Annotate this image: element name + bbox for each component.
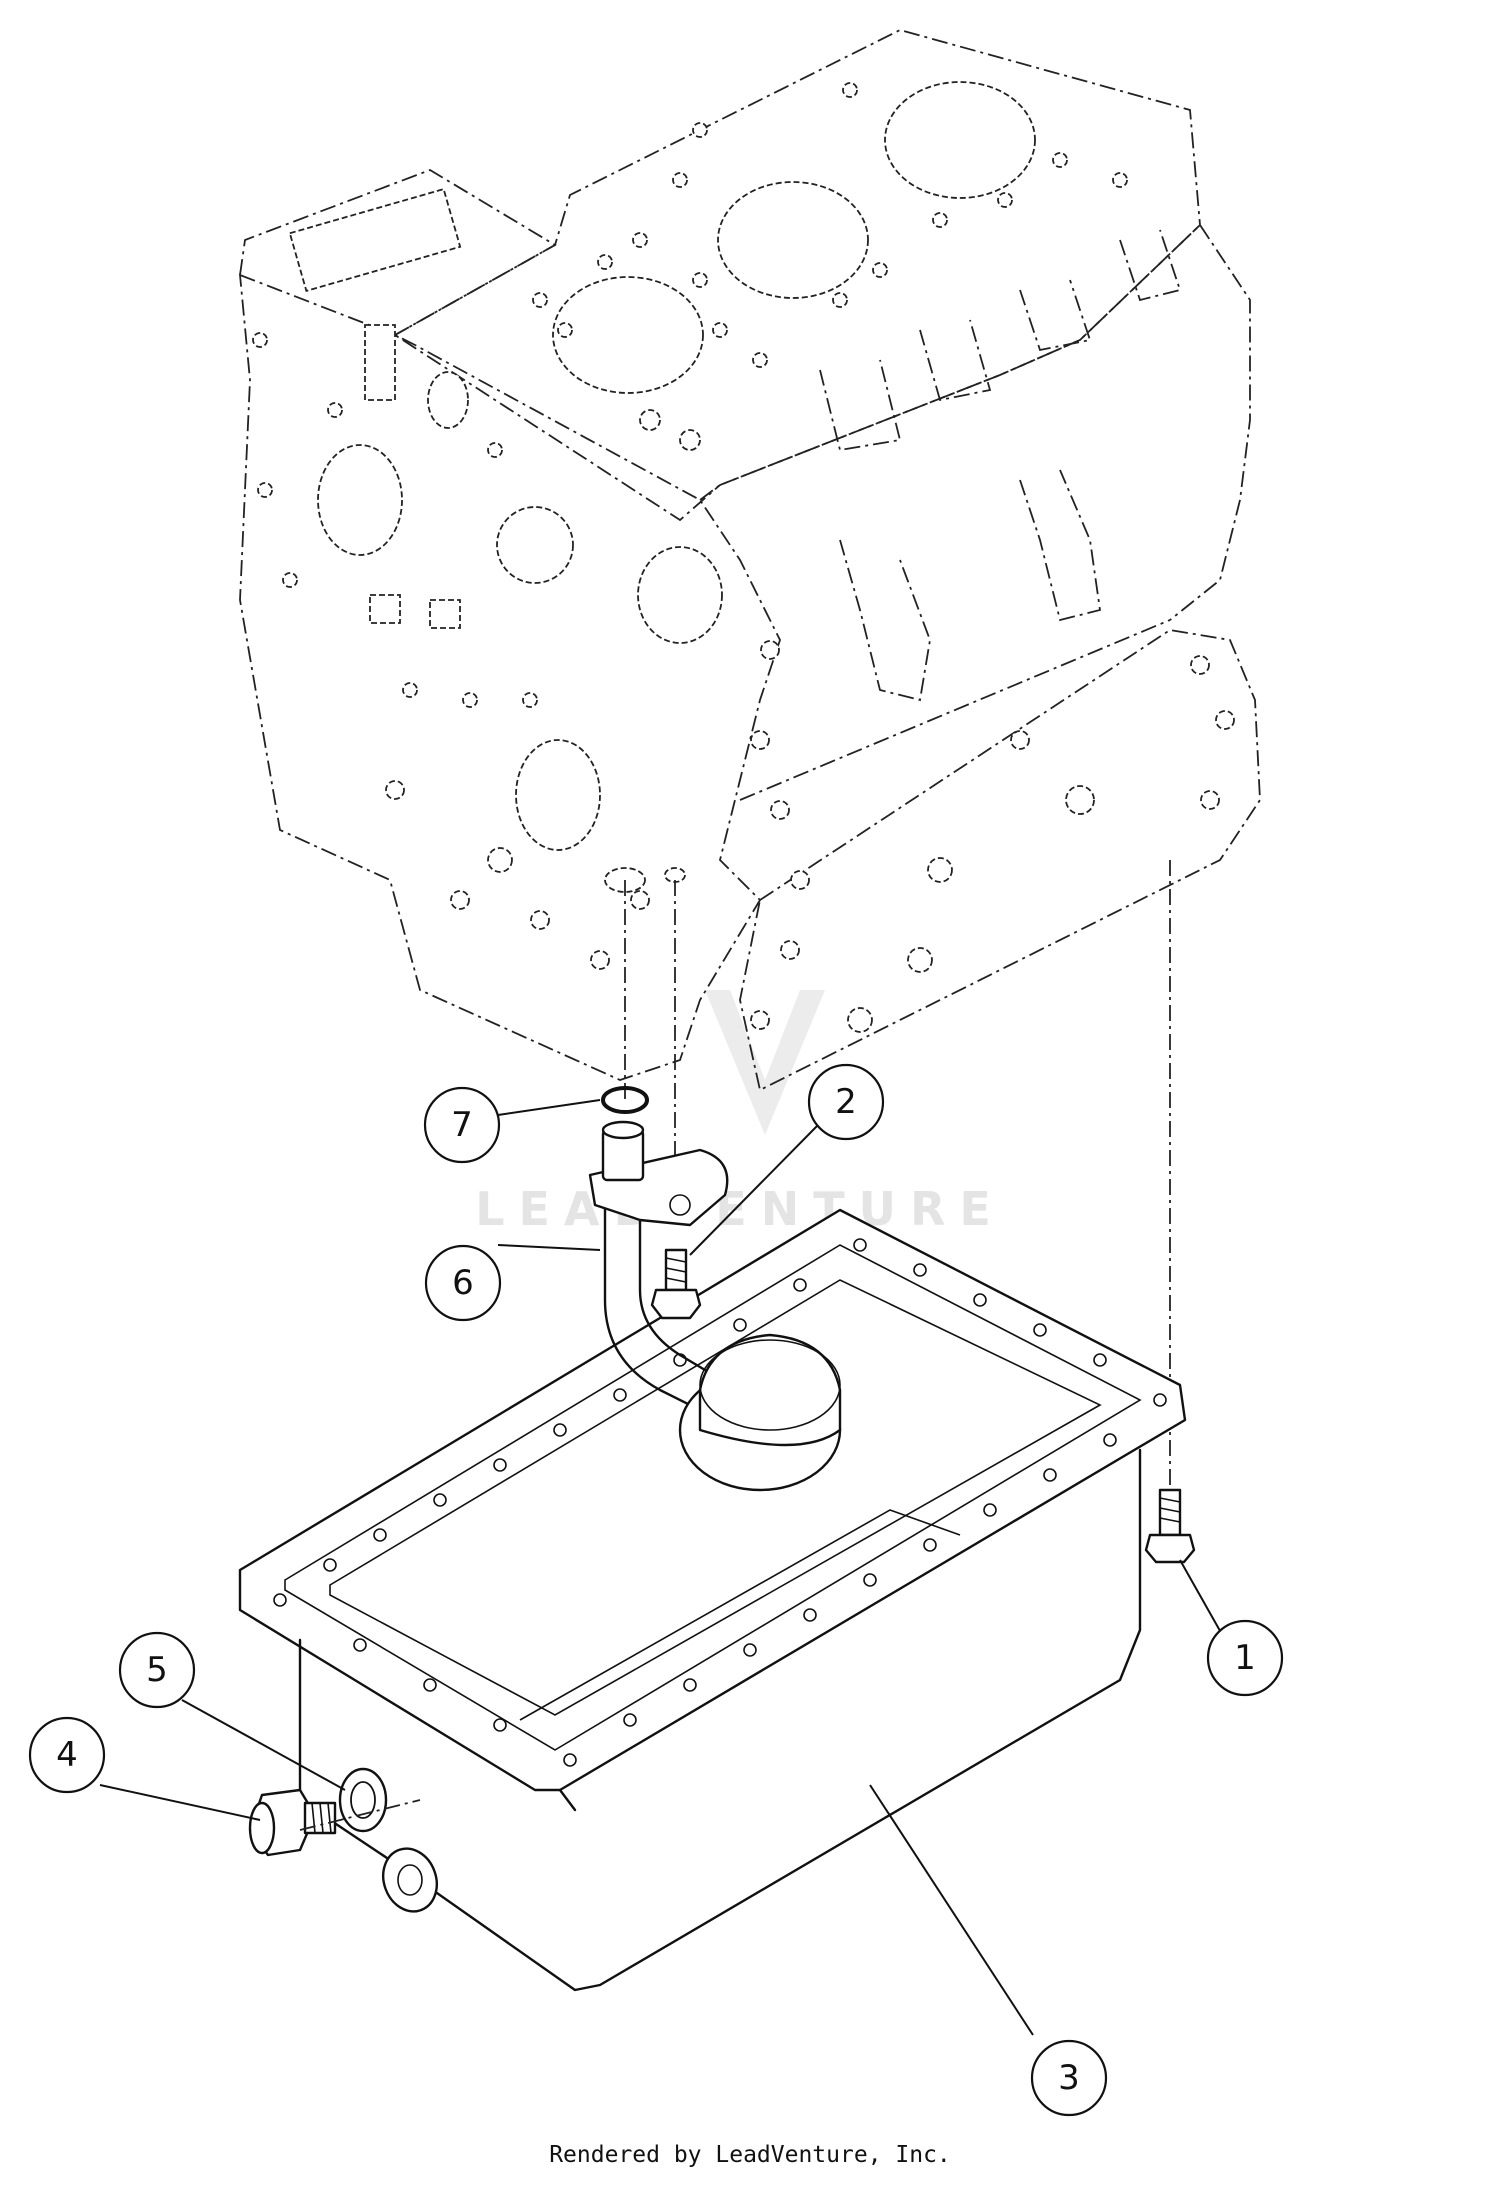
callout-label-3: 3 [1058,2058,1080,2098]
strainer-bolt [650,1248,702,1320]
callout-label-6: 6 [452,1263,474,1303]
watermark-text: LEADVENTURE [475,1182,1005,1236]
callout-3[interactable]: 3 [1030,2039,1108,2117]
watermark-logo: LEADVENTURE [475,990,1005,1236]
callout-5[interactable]: 5 [118,1631,196,1709]
leader-5 [181,1699,346,1791]
leader-2 [689,1124,819,1256]
callout-label-1: 1 [1234,1638,1256,1678]
leader-4 [99,1784,261,1821]
oil-pan [238,1208,1187,1992]
leader-6 [497,1244,601,1251]
o-ring [601,1086,649,1114]
callout-4[interactable]: 4 [28,1716,106,1794]
footer-credit: Rendered by LeadVenture, Inc. [549,2142,951,2168]
leader-7 [497,1099,601,1116]
callout-label-5: 5 [146,1650,168,1690]
drain-plug [248,1788,337,1857]
callout-label-2: 2 [835,1082,857,1122]
drain-washer [299,1767,421,1833]
leader-3 [869,1784,1034,2036]
pan-bolt [1144,1488,1196,1564]
callout-1[interactable]: 1 [1206,1619,1284,1697]
callout-label-4: 4 [56,1735,78,1775]
callout-label-7: 7 [451,1105,473,1145]
oil-strainer [588,1120,842,1492]
callout-2[interactable]: 2 [807,1063,885,1141]
engine-block [238,29,1261,1092]
callout-6[interactable]: 6 [424,1244,502,1322]
callouts: 1 2 3 4 5 6 7 [28,1063,1284,2117]
callout-7[interactable]: 7 [423,1086,501,1164]
